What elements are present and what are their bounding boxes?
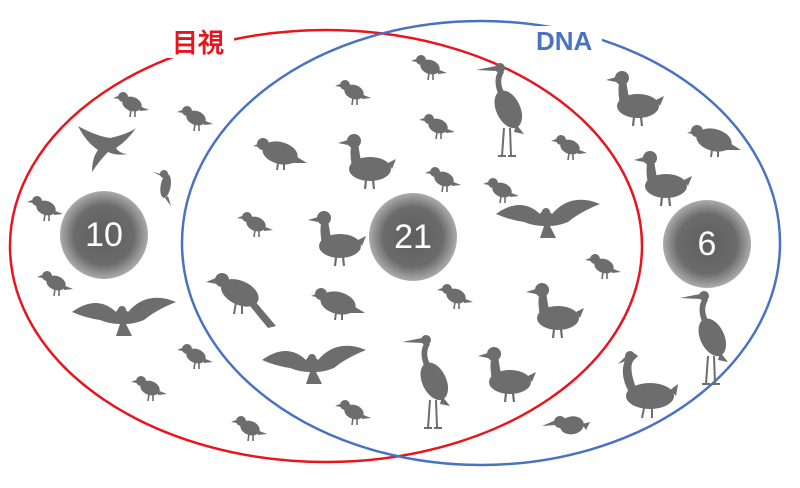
- dna-set-label: DNA: [526, 26, 602, 56]
- small-bird-icon: [177, 106, 213, 131]
- duck-icon: [338, 134, 396, 189]
- dna-only-count-badge: 6: [663, 200, 751, 288]
- small-bird-icon: [551, 135, 587, 160]
- pigeon-icon: [687, 125, 741, 157]
- eagle-icon: [262, 346, 366, 384]
- eagle-icon: [496, 200, 600, 238]
- swallow-icon: [78, 126, 136, 172]
- small-bird-icon: [411, 55, 447, 80]
- small-bird-icon: [177, 344, 213, 369]
- small-bird-icon: [231, 416, 267, 441]
- visual-set-label: 目視: [162, 28, 234, 58]
- heron-icon: [402, 335, 454, 428]
- duck-icon: [634, 151, 692, 206]
- kingfisher-icon: [542, 414, 590, 436]
- small-bird-icon: [483, 178, 519, 203]
- small-bird-icon: [237, 212, 273, 237]
- pigeon-icon: [311, 288, 365, 320]
- small-bird-icon: [335, 80, 371, 105]
- duck-icon: [526, 283, 584, 338]
- duck-icon: [478, 347, 536, 402]
- small-bird-icon: [37, 271, 73, 296]
- heron-icon: [476, 63, 528, 156]
- duck-icon: [308, 211, 366, 266]
- overlap-count-badge: 21: [369, 193, 457, 281]
- small-bird-icon: [425, 167, 461, 192]
- woodpecker-icon: [153, 170, 173, 206]
- swan-icon: [618, 351, 678, 418]
- crow-icon: [206, 273, 276, 328]
- small-bird-icon: [335, 400, 371, 425]
- small-bird-icon: [419, 114, 455, 139]
- small-bird-icon: [27, 196, 63, 221]
- small-bird-icon: [437, 284, 473, 309]
- small-bird-icon: [585, 254, 621, 279]
- eagle-icon: [72, 298, 176, 336]
- visual-only-count-badge: 10: [60, 191, 148, 279]
- duck-icon: [606, 71, 664, 126]
- heron-icon: [680, 291, 732, 384]
- pigeon-icon: [253, 138, 307, 170]
- small-bird-icon: [113, 92, 149, 117]
- small-bird-icon: [131, 376, 167, 401]
